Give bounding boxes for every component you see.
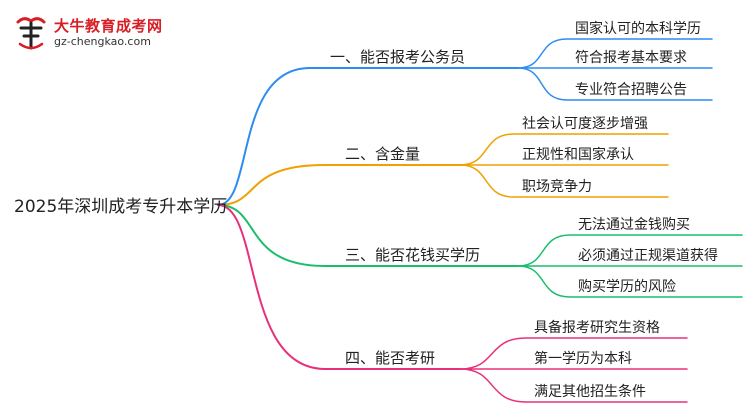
child-link-2-1	[459, 133, 669, 166]
child-node-3-3: 购买学历的风险	[578, 279, 676, 295]
child-node-2-2: 正规性和国家承认	[522, 146, 634, 163]
mindmap-labels: 2025年深圳成考专升本学历 一、能否报考公务员 国家认可的本科学历符合报考基本要…	[14, 20, 718, 400]
child-node-4-1: 具备报考研究生资格	[534, 319, 660, 336]
branch-node-2: 二、含金量	[345, 145, 420, 163]
child-link-4-1	[459, 337, 688, 370]
child-node-3-2: 必须通过正规渠道获得	[578, 247, 718, 264]
child-node-1-1: 国家认可的本科学历	[575, 20, 701, 37]
logo: 大牛教育成考网 gz-chengkao.com	[12, 14, 162, 54]
child-node-3-1: 无法通过金钱购买	[578, 217, 690, 233]
child-node-1-2: 符合报考基本要求	[575, 49, 687, 66]
logo-title: 大牛教育成考网	[54, 17, 163, 35]
child-node-4-2: 第一学历为本科	[534, 350, 632, 367]
branch-node-3: 三、能否花钱买学历	[345, 246, 480, 264]
child-node-2-3: 职场竞争力	[522, 178, 592, 195]
branch-node-4: 四、能否考研	[345, 349, 435, 367]
bull-logo-icon	[16, 17, 46, 50]
child-link-4-3	[459, 368, 688, 403]
child-link-1-3	[517, 67, 713, 101]
branch-node-1: 一、能否报考公务员	[330, 48, 465, 66]
child-node-2-1: 社会认可度逐步增强	[522, 116, 648, 132]
child-node-4-3: 满足其他招生条件	[534, 383, 646, 400]
branch-link-1	[217, 67, 519, 206]
child-link-3-1	[517, 234, 743, 267]
child-node-1-3: 专业符合招聘公告	[575, 82, 687, 98]
child-link-2-3	[459, 164, 669, 198]
mindmap-links	[217, 38, 743, 403]
logo-url: gz-chengkao.com	[54, 35, 151, 48]
branch-link-4	[217, 204, 461, 370]
branch-link-2	[217, 164, 461, 206]
child-link-1-1	[517, 38, 713, 69]
branch-link-3	[217, 204, 519, 267]
child-link-3-3	[517, 265, 743, 298]
root-node: 2025年深圳成考专升本学历	[14, 197, 227, 217]
